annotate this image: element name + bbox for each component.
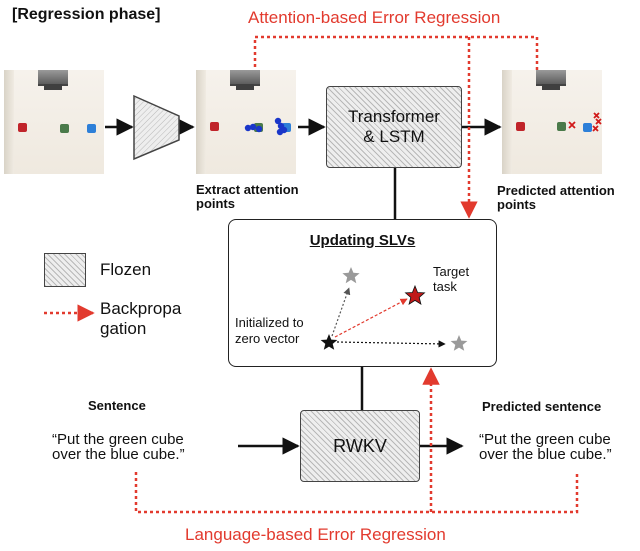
input-scene-image xyxy=(4,70,104,174)
language-regression-label: Language-based Error Regression xyxy=(185,525,446,544)
red-cube xyxy=(516,122,525,131)
red-cube xyxy=(18,123,27,132)
rwkv-block: RWKV xyxy=(300,410,420,482)
attention-points xyxy=(244,117,288,136)
language-regression-path xyxy=(134,472,579,514)
gray-star-top xyxy=(342,267,360,284)
predicted-points xyxy=(568,112,602,132)
legend-frozen-label: Flozen xyxy=(100,260,152,279)
output-sentence-line1: “Put the green cube xyxy=(479,431,611,448)
green-cube xyxy=(557,122,566,131)
slv-vector-plot xyxy=(320,267,468,351)
vector-to-gray-star-right xyxy=(336,340,446,348)
predicted-attention-caption: Predicted attention points xyxy=(497,183,615,212)
target-star xyxy=(404,284,426,305)
target-label-line2: task xyxy=(433,279,457,294)
init-label: Initialized to zero vector xyxy=(235,315,304,347)
attention-regression-label: Attention-based Error Regression xyxy=(248,8,501,27)
legend-backprop-label: Backpropa gation xyxy=(100,299,181,339)
extract-attention-caption: Extract attention points xyxy=(196,182,299,211)
legend-backprop-line1: Backpropa xyxy=(100,299,182,318)
lstm-label: & LSTM xyxy=(363,127,425,146)
attention-regression-path xyxy=(253,35,539,70)
slv-panel: Updating SLVs Target task Initialized to… xyxy=(228,219,497,367)
input-sentence: “Put the green cube over the blue cube.” xyxy=(52,432,185,462)
output-sentence: “Put the green cube over the blue cube.” xyxy=(479,432,612,462)
vector-to-gray-star-top xyxy=(331,287,351,337)
attention-scene-image xyxy=(196,70,296,174)
init-label-line1: Initialized to xyxy=(235,315,304,330)
target-task-label: Target task xyxy=(433,264,469,294)
legend-frozen-swatch xyxy=(44,253,86,287)
rwkv-label: RWKV xyxy=(333,436,387,456)
input-sentence-line1: “Put the green cube xyxy=(52,431,184,448)
input-sentence-heading: Sentence xyxy=(88,398,146,413)
transformer-label: Transformer xyxy=(348,107,440,126)
predicted-scene-image xyxy=(502,70,602,174)
origin-star xyxy=(320,334,338,350)
vector-to-target-star xyxy=(334,298,408,338)
output-sentence-heading: Predicted sentence xyxy=(482,399,602,414)
gray-star-right xyxy=(450,335,468,351)
phase-title: [Regression phase] xyxy=(12,6,161,23)
slv-title: Updating SLVs xyxy=(309,232,416,249)
target-label-line1: Target xyxy=(433,264,470,279)
blue-cube xyxy=(87,124,96,133)
input-sentence-line2: over the blue cube.” xyxy=(52,446,185,463)
encoder-block xyxy=(133,95,180,161)
green-cube xyxy=(60,124,69,133)
red-cube xyxy=(210,122,219,131)
transformer-lstm-block: Transformer & LSTM xyxy=(326,86,462,168)
output-sentence-line2: over the blue cube.” xyxy=(479,446,612,463)
blue-cube xyxy=(282,123,291,132)
legend-backprop-line2: gation xyxy=(100,319,147,338)
init-label-line2: zero vector xyxy=(235,331,300,346)
blue-cube xyxy=(583,123,592,132)
